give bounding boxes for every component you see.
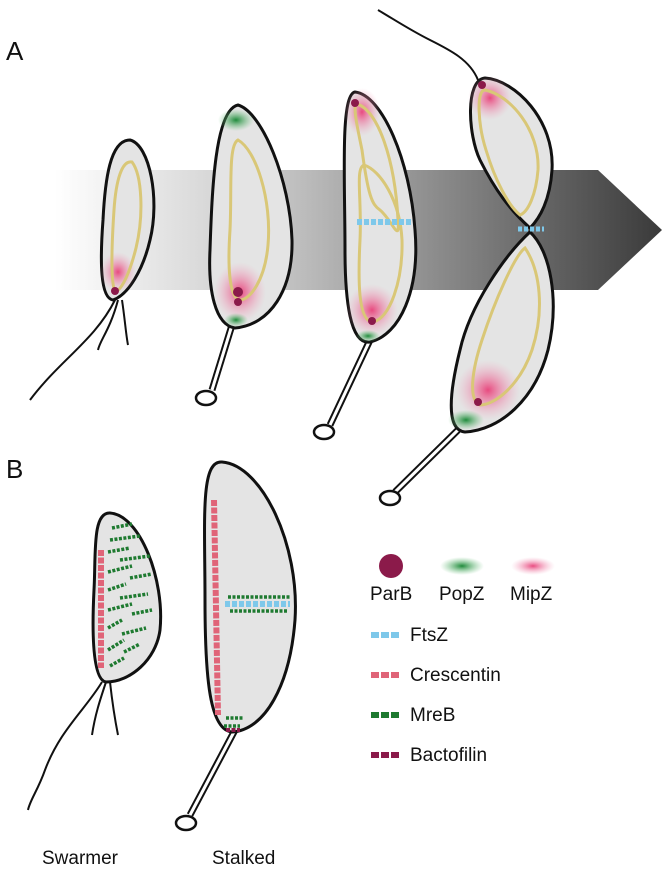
legend-popz: PopZ	[439, 584, 485, 605]
cell-a1-swarmer	[29, 138, 156, 401]
legend-ftsz: FtsZ	[410, 625, 448, 646]
panel-label-a: A	[6, 36, 24, 66]
cell-a2-stalked	[194, 103, 294, 407]
legend: ParB PopZ MipZ FtsZ Crescentin MreB Bact…	[370, 554, 555, 766]
panel-label-b: B	[6, 454, 23, 484]
legend-bactofilin: Bactofilin	[410, 745, 487, 766]
cell-a3-predivisional	[312, 88, 418, 441]
caption-stalked: Stalked	[212, 848, 275, 869]
mipz-swatch	[511, 557, 555, 575]
cell-a4-dividing	[377, 9, 555, 507]
caption-swarmer: Swarmer	[42, 848, 119, 869]
legend-crescentin: Crescentin	[410, 665, 501, 686]
legend-parb: ParB	[370, 584, 412, 605]
legend-mreb: MreB	[410, 705, 455, 726]
cell-b-stalked	[174, 460, 297, 832]
parb-swatch	[379, 554, 403, 578]
legend-mipz: MipZ	[510, 584, 553, 605]
popz-swatch	[440, 557, 484, 575]
cell-b-swarmer	[27, 511, 163, 811]
